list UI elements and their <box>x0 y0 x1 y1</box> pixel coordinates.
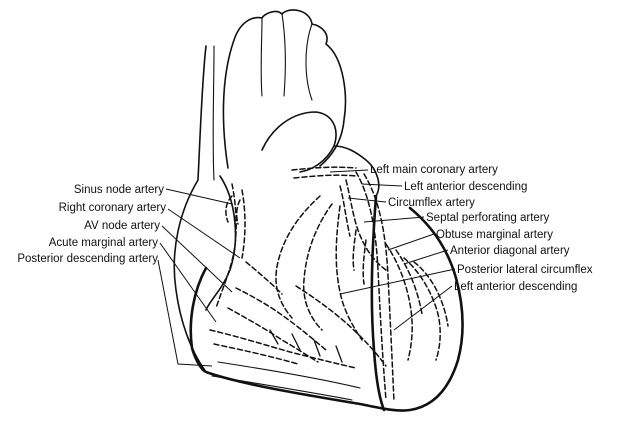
aorta-outline <box>222 9 347 169</box>
aorta-inner-left <box>260 17 263 97</box>
coronary-vessels <box>209 166 449 403</box>
brachiocephalic-vessel <box>281 13 286 97</box>
left-main-coronary-vessel <box>291 166 357 171</box>
leader-acute <box>159 242 217 323</box>
leader-avnode <box>161 225 233 293</box>
label-circumflex-artery: Circumflex artery <box>388 197 475 209</box>
right-coronary-vessel-2 <box>241 189 246 259</box>
label-right-coronary-artery: Right coronary artery <box>59 202 167 214</box>
leader-sinus <box>165 188 233 205</box>
lad-branch-4 <box>295 285 387 367</box>
branch-tick-1 <box>269 329 279 345</box>
branch-tick-4 <box>335 345 343 363</box>
leader-diag <box>403 249 449 265</box>
lad-branch-2 <box>302 203 333 331</box>
lad-vessel <box>355 171 387 401</box>
lad-vessel-2 <box>363 173 395 403</box>
leader-circ <box>347 197 387 203</box>
leader-rca <box>167 208 241 259</box>
posterior-lateral-circumflex-vessel <box>413 261 449 327</box>
branch-tick-3 <box>313 339 321 357</box>
lad-branch-1 <box>275 195 321 319</box>
leader-lad1 <box>361 183 403 187</box>
label-septal-perforating-artery: Septal perforating artery <box>426 212 550 224</box>
right-atrium-outline <box>173 45 207 373</box>
circumflex-vessel <box>345 179 387 271</box>
labels-right: Left main coronary artery Left anterior … <box>370 164 593 293</box>
leader-obtuse <box>387 233 435 251</box>
sinus-node-vessel <box>225 195 233 223</box>
label-sinus-node-artery: Sinus node artery <box>74 184 164 196</box>
leader-lmca <box>329 169 369 173</box>
left-main-coronary-vessel-2 <box>293 174 357 179</box>
posterior-descending-vessel <box>209 329 357 369</box>
aorta-inner-right <box>305 23 313 101</box>
label-posterior-lateral-circumflex: Posterior lateral circumflex <box>457 264 593 276</box>
heart-illustration <box>173 9 464 412</box>
acute-marginal-vessel-2 <box>227 307 319 363</box>
septal-perforator-1 <box>352 229 357 271</box>
interventricular-groove <box>370 194 386 412</box>
av-node-vessel <box>245 261 283 295</box>
labels-left: Sinus node artery Right coronary artery … <box>17 184 166 265</box>
sinus-node-vessel-2 <box>235 199 241 225</box>
branch-tick-2 <box>291 333 301 351</box>
obtuse-marginal-vessel-2 <box>395 249 423 315</box>
leader-septal <box>363 216 425 223</box>
obtuse-marginal-vessel <box>385 243 413 361</box>
pulmonary-trunk <box>261 111 337 173</box>
left-atrium-outline <box>333 145 380 197</box>
anterior-diagonal-vessel <box>403 257 441 361</box>
leader-pda <box>157 259 213 367</box>
svc-line <box>212 45 215 181</box>
septal-perforator-2 <box>362 239 367 285</box>
base-line-1 <box>211 375 353 401</box>
label-left-anterior-descending-lower: Left anterior descending <box>454 281 577 293</box>
lad-branch-3 <box>335 205 363 341</box>
posterior-descending-vessel-2 <box>213 343 299 365</box>
label-posterior-descending-artery: Posterior descending artery <box>17 253 158 265</box>
acute-marginal-vessel <box>235 287 327 351</box>
label-acute-marginal-artery: Acute marginal artery <box>49 237 159 249</box>
leader-lad2 <box>393 285 453 331</box>
label-anterior-diagonal-artery: Anterior diagonal artery <box>450 245 570 257</box>
label-obtuse-marginal-artery: Obtuse marginal artery <box>436 229 553 241</box>
leader-plc <box>339 268 456 295</box>
right-coronary-vessel <box>215 183 237 309</box>
circumflex-vessel-2 <box>339 185 351 237</box>
label-left-main-coronary-artery: Left main coronary artery <box>370 164 498 176</box>
leader-lines <box>157 169 456 367</box>
ventricle-outline <box>189 206 464 412</box>
label-av-node-artery: AV node artery <box>84 220 160 232</box>
base-line-2 <box>217 361 361 389</box>
label-left-anterior-descending-upper: Left anterior descending <box>404 181 527 193</box>
